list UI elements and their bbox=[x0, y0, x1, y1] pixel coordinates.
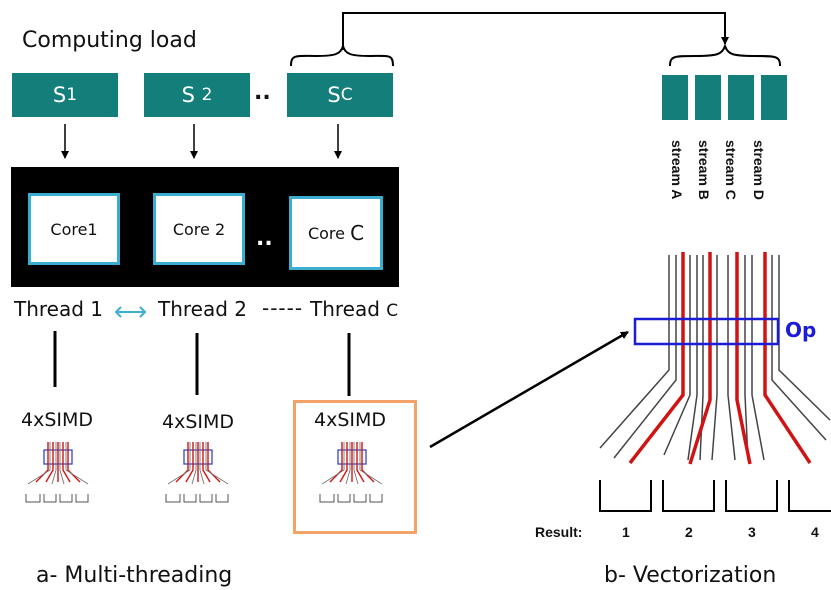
caption-vectorization: b- Vectorization bbox=[604, 563, 777, 588]
core-1: Core1 bbox=[28, 193, 120, 265]
result-num-2: 2 bbox=[685, 524, 693, 540]
op-box bbox=[633, 317, 780, 346]
computing-load-title: Computing load bbox=[22, 28, 197, 53]
simd-label-2: 4xSIMD bbox=[162, 411, 235, 433]
stream-box-subscript: C bbox=[340, 85, 353, 105]
vector-lane-b bbox=[695, 75, 721, 120]
zoom-arrow bbox=[429, 330, 629, 449]
core-label: Core1 bbox=[50, 219, 98, 239]
stream-label-c: stream C bbox=[723, 140, 739, 200]
vector-wires-gray bbox=[599, 255, 831, 461]
simd-label-3: 4xSIMD bbox=[314, 409, 387, 431]
thread-c-label: Thread C bbox=[310, 297, 398, 321]
stream-label-b: stream B bbox=[696, 140, 712, 200]
thread-c-text: Thread bbox=[310, 297, 380, 321]
thread-1-label: Thread 1 bbox=[14, 297, 104, 321]
stream-ellipsis: .. bbox=[254, 80, 271, 105]
core-label: Core 2 bbox=[172, 219, 226, 239]
thread-ellipsis: ----- bbox=[262, 296, 304, 320]
vector-lane-c bbox=[728, 75, 754, 120]
stream-label-a: stream A bbox=[669, 140, 685, 200]
vector-wires-red bbox=[628, 252, 812, 465]
thread-2-label: Thread 2 bbox=[158, 297, 248, 321]
op-label: Op bbox=[785, 318, 817, 342]
thread-c-suffix: C bbox=[386, 301, 399, 321]
simd-mini-icon-1 bbox=[25, 442, 89, 503]
vector-lane-d bbox=[761, 75, 787, 120]
simd-mini-icon-2 bbox=[165, 442, 229, 503]
stream-box-subscript: 2 bbox=[201, 85, 213, 105]
stream-box-subscript: 1 bbox=[66, 85, 78, 105]
connector-line bbox=[342, 12, 729, 50]
result-num-3: 3 bbox=[748, 524, 756, 540]
stream-label-d: stream D bbox=[751, 140, 767, 200]
simd-mini-icon-3 bbox=[319, 442, 383, 503]
core-label-suffix: C bbox=[350, 221, 365, 245]
highlighted-simd-box bbox=[293, 400, 417, 534]
stream-box-label: S bbox=[327, 83, 341, 107]
stream-box-label: S bbox=[52, 83, 67, 107]
core-label: Core bbox=[307, 223, 345, 243]
brace-right bbox=[669, 43, 781, 67]
stream-box-label: S bbox=[181, 83, 195, 107]
result-num-4: 4 bbox=[811, 524, 819, 540]
brace-left bbox=[290, 45, 394, 67]
result-num-1: 1 bbox=[622, 524, 630, 540]
result-label: Result: bbox=[535, 524, 583, 540]
result-brackets bbox=[599, 480, 831, 512]
core-c: Core C bbox=[289, 196, 383, 270]
caption-multithreading: a- Multi-threading bbox=[36, 563, 233, 588]
core-2: Core 2 bbox=[153, 193, 245, 265]
vector-lane-a bbox=[662, 75, 688, 120]
stream-box-s2: S 2 bbox=[144, 73, 250, 117]
simd-label-1: 4xSIMD bbox=[21, 409, 94, 431]
core-ellipsis: .. bbox=[256, 226, 273, 251]
